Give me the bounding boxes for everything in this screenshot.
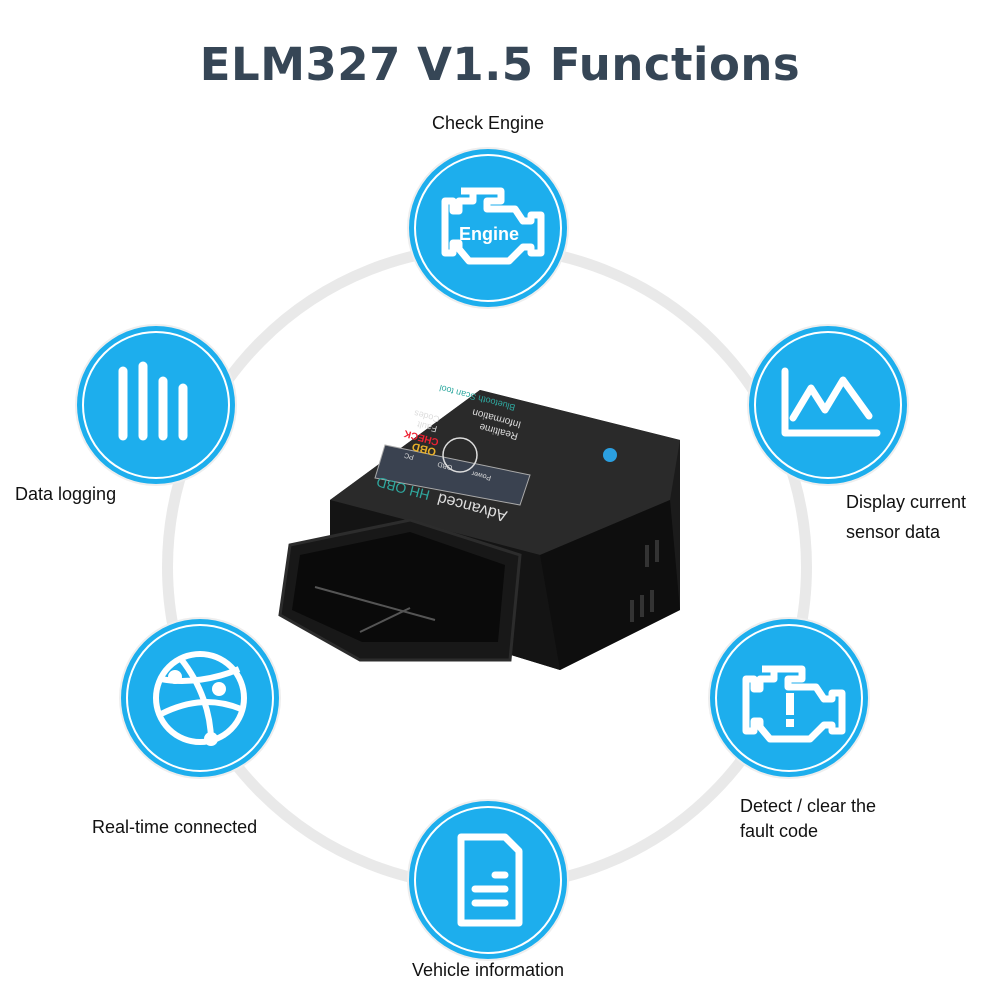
document-icon [457, 833, 523, 927]
device-led-pc: PC [404, 451, 415, 460]
feature-badge-data-logging [77, 326, 235, 484]
feature-label-vehicle-info: Vehicle information [411, 960, 565, 980]
bar-chart-icon [118, 361, 188, 441]
device-fault-2: Codes [412, 408, 440, 425]
feature-label-realtime: Real-time connected [92, 817, 258, 837]
feature-label-check-engine: Check Engine [431, 113, 545, 133]
engine-icon: Engine [441, 187, 545, 265]
line-chart-icon [781, 367, 881, 437]
feature-badge-sensor-data [749, 326, 907, 484]
device-led-obd: OBD [437, 460, 453, 471]
globe-network-icon [153, 651, 247, 746]
feature-badge-fault-code [710, 619, 868, 777]
feature-badge-realtime [121, 619, 279, 777]
engine-icon-text: Engine [459, 224, 519, 244]
feature-badge-vehicle-info [409, 801, 567, 959]
label-line: Detect / clear the [740, 796, 877, 816]
gauge-icon [442, 437, 478, 473]
feature-label-fault-code: Detect / clear the fault code [740, 794, 876, 844]
page-title: ELM327 V1.5 Functions [199, 38, 801, 91]
label-line: fault code [740, 821, 819, 841]
feature-label-data-logging: Data logging [15, 484, 117, 504]
feature-badge-check-engine: Engine [409, 149, 567, 307]
label-line: Display current [846, 492, 967, 512]
feature-label-sensor-data: Display current sensor data [846, 487, 966, 547]
engine-warning-icon [742, 665, 846, 743]
label-line: sensor data [846, 522, 941, 542]
bluetooth-icon [603, 448, 617, 462]
obd2-scanner-device: Advanced HH OBD Power OBD PC Realtime In… [278, 383, 680, 670]
